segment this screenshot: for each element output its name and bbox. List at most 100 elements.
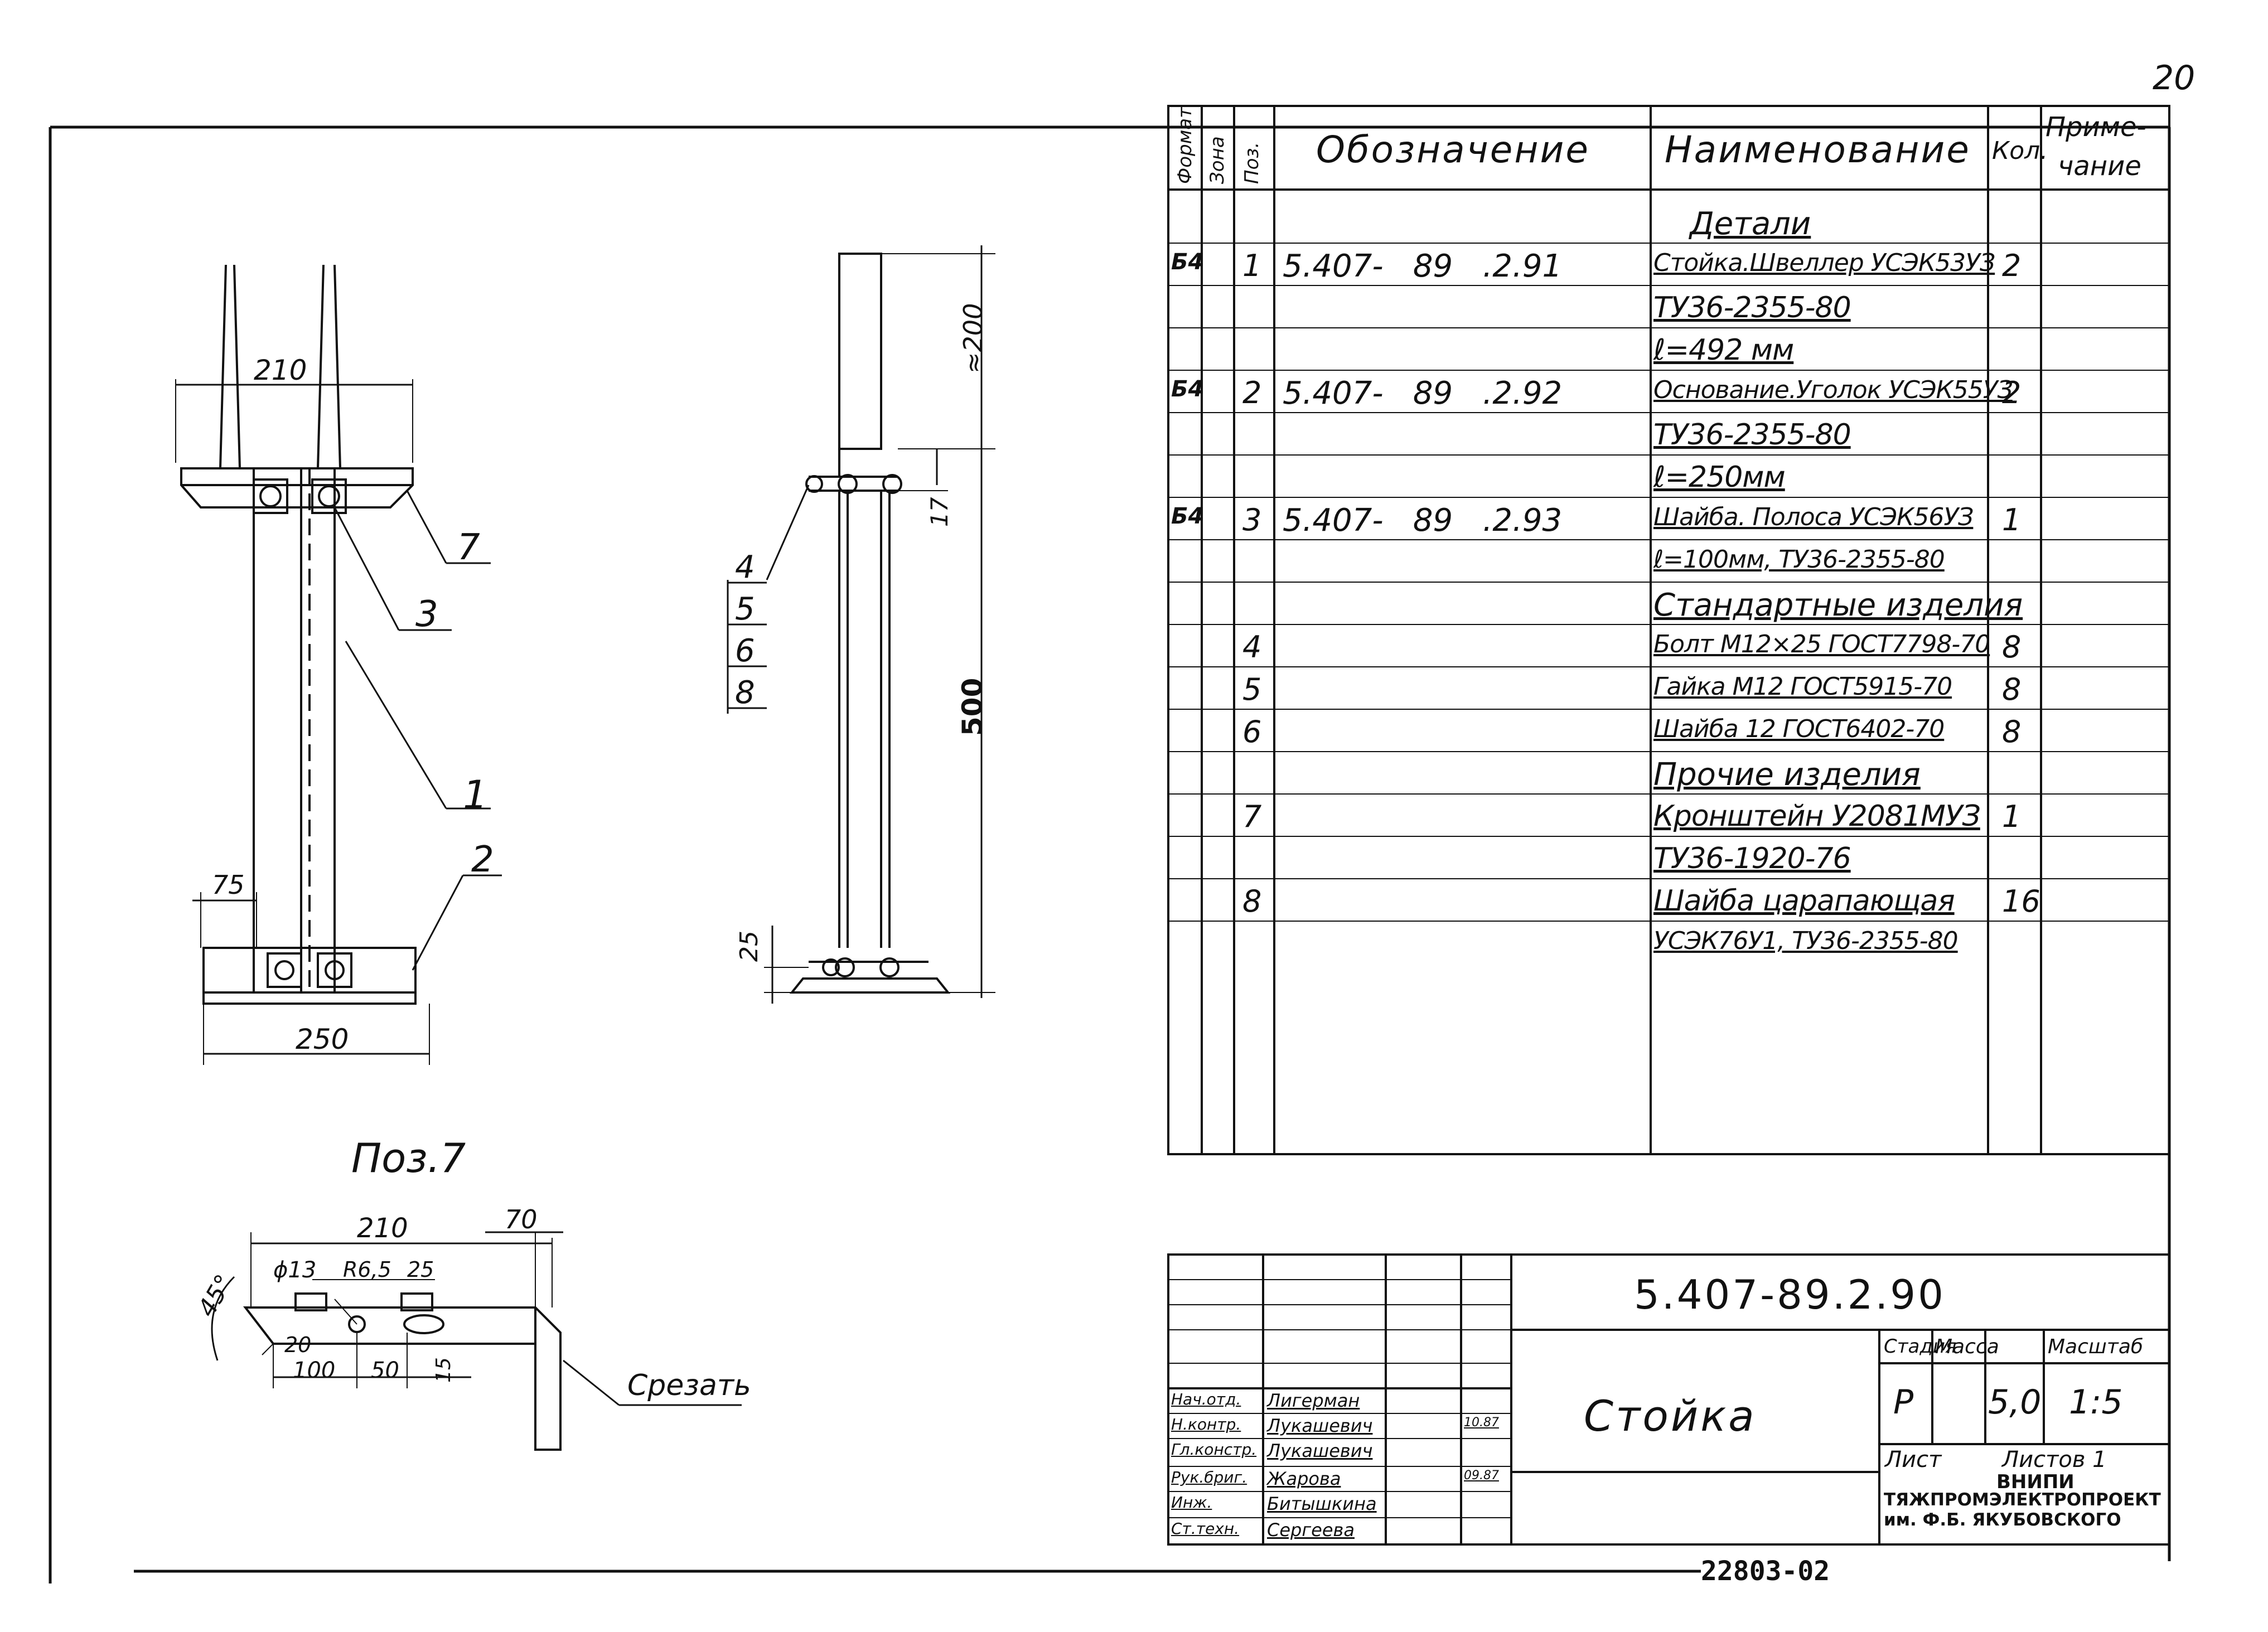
spec-cell-designation: 5.407- 89 .2.92 [1283, 375, 1563, 411]
spec-cell-format: Б4 [1171, 503, 1204, 529]
spec-cell-pos: 6 [1242, 714, 1262, 749]
spec-cell-name: Шайба царапающая [1653, 884, 1955, 918]
spec-cell-name: УСЭК76У1, ТУ36-2355-80 [1653, 927, 1958, 955]
spec-header-format: Формат [1174, 107, 1196, 184]
front-dim-210: 210 [254, 354, 307, 386]
pos7-dim-15: 15 [432, 1357, 455, 1383]
page-number: 20 [2153, 59, 2196, 98]
front-leader-3: 3 [415, 594, 438, 635]
pos7-dim-r65: R6,5 [343, 1257, 391, 1282]
spec-cell-qty: 8 [2002, 672, 2022, 707]
pos7-dim-25: 25 [407, 1257, 434, 1282]
front-view-drawing [175, 264, 502, 1065]
spec-cell-qty: 16 [2002, 884, 2040, 919]
signature-role: Нач.отд. [1171, 1390, 1241, 1408]
signature-date: 10.87 [1464, 1416, 1499, 1430]
spec-cell-designation: 5.407- 89 .2.93 [1283, 502, 1563, 539]
front-leader-7: 7 [457, 527, 480, 568]
signature-name: Лукашевич [1267, 1440, 1373, 1461]
pos7-dim-d13: ϕ13 [273, 1257, 317, 1283]
front-leader-2: 2 [471, 839, 494, 880]
pos7-dim-100: 100 [293, 1358, 336, 1383]
spec-cell-name: ТУ36-2355-80 [1653, 291, 1851, 325]
side-callout-6: 6 [735, 633, 755, 669]
front-dim-75: 75 [212, 870, 245, 900]
spec-cell-qty: 1 [2002, 502, 2022, 537]
spec-header-pos: Поз. [1241, 142, 1263, 184]
signature-name: Битышкина [1267, 1493, 1377, 1514]
mass-value: 5,0 [1988, 1383, 2042, 1422]
side-dim-200: ≈200 [958, 303, 988, 374]
spec-header-note-2: чание [2058, 151, 2141, 182]
spec-cell-name: ТУ36-1920-76 [1653, 842, 1851, 875]
pos7-dim-210: 210 [357, 1213, 408, 1244]
scale-label: Масштаб [2048, 1335, 2144, 1358]
spec-header-zone: Зона [1206, 136, 1229, 184]
spec-cell-qty: 8 [2002, 629, 2022, 665]
sheets-label: Листов 1 [2002, 1447, 2107, 1473]
stage-label: Стадия [1884, 1335, 1957, 1358]
spec-cell-qty: 1 [2002, 799, 2022, 834]
side-view-drawing [727, 245, 995, 1004]
signature-role: Инж. [1171, 1493, 1212, 1512]
title-block-minor-lines [1168, 1279, 1511, 1518]
spec-cell-name: Шайба 12 ГОСТ6402-70 [1653, 715, 1945, 743]
spec-cell-pos: 4 [1242, 629, 1262, 665]
spec-header-name: Наименование [1665, 128, 1971, 171]
spec-cell-qty: 8 [2002, 714, 2022, 749]
pos7-dim-20: 20 [284, 1333, 312, 1357]
front-dim-250: 250 [296, 1023, 349, 1055]
side-callout-8: 8 [735, 675, 755, 711]
spec-cell-designation: 5.407- 89 .2.91 [1283, 248, 1563, 284]
spec-cell-name: ℓ=250мм [1653, 461, 1786, 494]
spec-cell-pos: 7 [1242, 799, 1262, 834]
spec-cell-name: Стойка.Швеллер УСЭК53УЗ [1653, 249, 1995, 277]
title-block-grid [1167, 1253, 2170, 1546]
signature-name: Сергеева [1267, 1519, 1355, 1541]
sheet-label: Лист [1885, 1447, 1942, 1473]
spec-cell-name: ТУ36-2355-80 [1653, 418, 1851, 452]
spec-cell-name: ℓ=100мм, ТУ36-2355-80 [1653, 545, 1945, 574]
side-dim-25: 25 [735, 931, 763, 962]
signature-name: Жарова [1267, 1468, 1341, 1489]
org-line-3: им. Ф.Б. ЯКУБОВСКОГО [1884, 1510, 2121, 1530]
spec-cell-section: Детали [1690, 206, 1811, 242]
spec-cell-name: Гайка М12 ГОСТ5915-70 [1653, 672, 1952, 701]
signature-date: 09.87 [1464, 1469, 1499, 1483]
spec-cell-name: Болт М12×25 ГОСТ7798-70 [1653, 630, 1990, 658]
spec-cell-section: Прочие изделия [1653, 757, 1921, 793]
spec-cell-format: Б4 [1171, 249, 1204, 275]
spec-cell-name: Основание.Уголок УСЭК55УЗ [1653, 376, 2013, 404]
sheet-frame [49, 125, 2171, 1583]
spec-cell-qty: 2 [2002, 375, 2022, 410]
spec-row-lines [1168, 243, 2169, 922]
spec-cell-name: ℓ=492 мм [1653, 333, 1794, 367]
stage-value: Р [1893, 1383, 1914, 1422]
spec-cell-name: Шайба. Полоса УСЭК56УЗ [1653, 503, 1974, 531]
signature-role: Гл.констр. [1171, 1440, 1257, 1459]
side-callout-5: 5 [735, 591, 755, 627]
signature-name: Лигерман [1267, 1390, 1360, 1411]
front-leader-1: 1 [463, 772, 488, 818]
org-line-2: ТЯЖПРОМЭЛЕКТРОПРОЕКТ [1884, 1490, 2161, 1510]
spec-cell-pos: 1 [1242, 248, 1262, 283]
pos7-drawing [211, 1231, 742, 1451]
signature-role: Н.контр. [1171, 1415, 1241, 1434]
spec-table-grid [1167, 105, 2170, 1155]
doc-number: 5.407-89.2.90 [1634, 1271, 1946, 1318]
spec-header-qty: Кол. [1992, 137, 2048, 165]
spec-cell-qty: 2 [2002, 248, 2022, 283]
side-dim-17: 17 [926, 497, 953, 527]
pos7-cut-label: Срезать [627, 1369, 751, 1402]
spec-cell-format: Б4 [1171, 376, 1204, 402]
doc-title: Стойка [1584, 1391, 1757, 1441]
signature-name: Лукашевич [1267, 1415, 1373, 1436]
pos7-dim-70: 70 [505, 1204, 538, 1234]
pos7-label: Поз.7 [351, 1135, 466, 1181]
spec-cell-pos: 2 [1242, 375, 1262, 410]
org-line-1: ВНИПИ [1996, 1471, 2074, 1493]
spec-cell-pos: 3 [1242, 502, 1262, 537]
bottom-code: 22803-02 [1701, 1556, 1830, 1587]
spec-header-note-1: Приме- [2045, 112, 2146, 143]
